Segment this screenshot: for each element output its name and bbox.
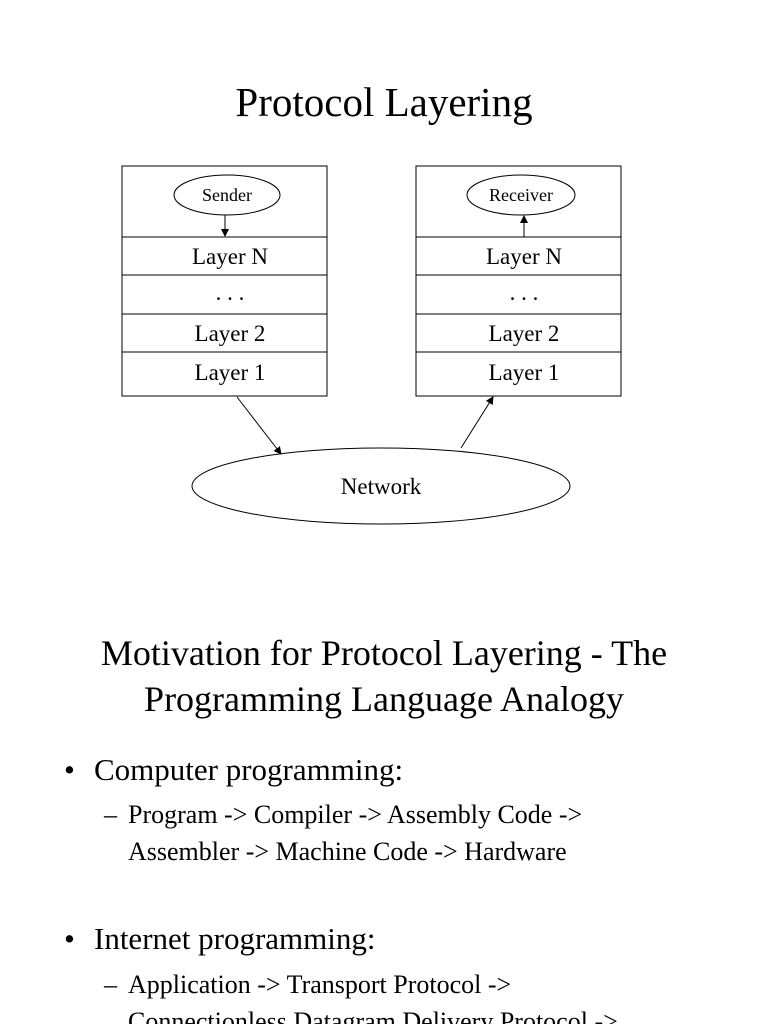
network-label: Network [341, 474, 422, 499]
sub-bullet-line: Connectionless Datagram Delivery Protoco… [128, 1007, 618, 1024]
sender-label: Sender [202, 185, 252, 205]
section-title-line-2: Programming Language Analogy [144, 679, 624, 719]
sender-layer-n: Layer N [192, 244, 268, 269]
sender-layer-ellipsis: . . . [216, 280, 245, 305]
bullet-text: Internet programming: [94, 921, 376, 956]
sub-bullet-line: Application -> Transport Protocol -> [128, 970, 512, 999]
bullet-marker: • [64, 752, 75, 787]
section-title: Motivation for Protocol Layering - The P… [0, 630, 768, 722]
sender-ellipse [173, 174, 281, 216]
receiver-label: Receiver [489, 185, 553, 205]
sub-bullet-line: Program -> Compiler -> Assembly Code -> [128, 800, 583, 829]
sender-stack-box [121, 165, 328, 397]
receiver-layer-n: Layer N [486, 244, 562, 269]
network-ellipse [191, 447, 571, 525]
sender-layer-1: Layer 1 [195, 360, 266, 385]
network: Network [191, 396, 571, 525]
receiver-layer-1: Layer 1 [489, 360, 560, 385]
bullet-marker: • [64, 921, 75, 956]
sender-stack: Sender Layer N . . . Layer 2 Layer 1 [121, 165, 328, 397]
network-to-receiver-arrow [460, 396, 494, 449]
protocol-layering-diagram: Sender Layer N . . . Layer 2 Layer 1 Rec… [121, 165, 622, 525]
sender-layer-2: Layer 2 [195, 321, 266, 346]
sub-bullet-line: Assembler -> Machine Code -> Hardware [128, 837, 567, 866]
receiver-stack-box [415, 165, 622, 397]
bullet-text: Computer programming: [94, 752, 404, 787]
sub-bullet-marker: – [104, 970, 117, 999]
sender-to-network-arrow [236, 396, 282, 455]
slide-title: Protocol Layering [235, 79, 533, 125]
section-title-line-1: Motivation for Protocol Layering - The [100, 633, 668, 673]
sub-bullet: – Application -> Transport Protocol -> C… [104, 966, 618, 1024]
bullet-item: • Internet programming: [64, 920, 376, 958]
receiver-layer-2: Layer 2 [489, 321, 560, 346]
receiver-layer-ellipsis: . . . [510, 280, 539, 305]
receiver-stack: Receiver Layer N . . . Layer 2 Layer 1 [415, 165, 622, 397]
sub-bullet: – Program -> Compiler -> Assembly Code -… [104, 796, 582, 870]
sub-bullet-marker: – [104, 800, 117, 829]
bullet-item: • Computer programming: [64, 751, 403, 789]
